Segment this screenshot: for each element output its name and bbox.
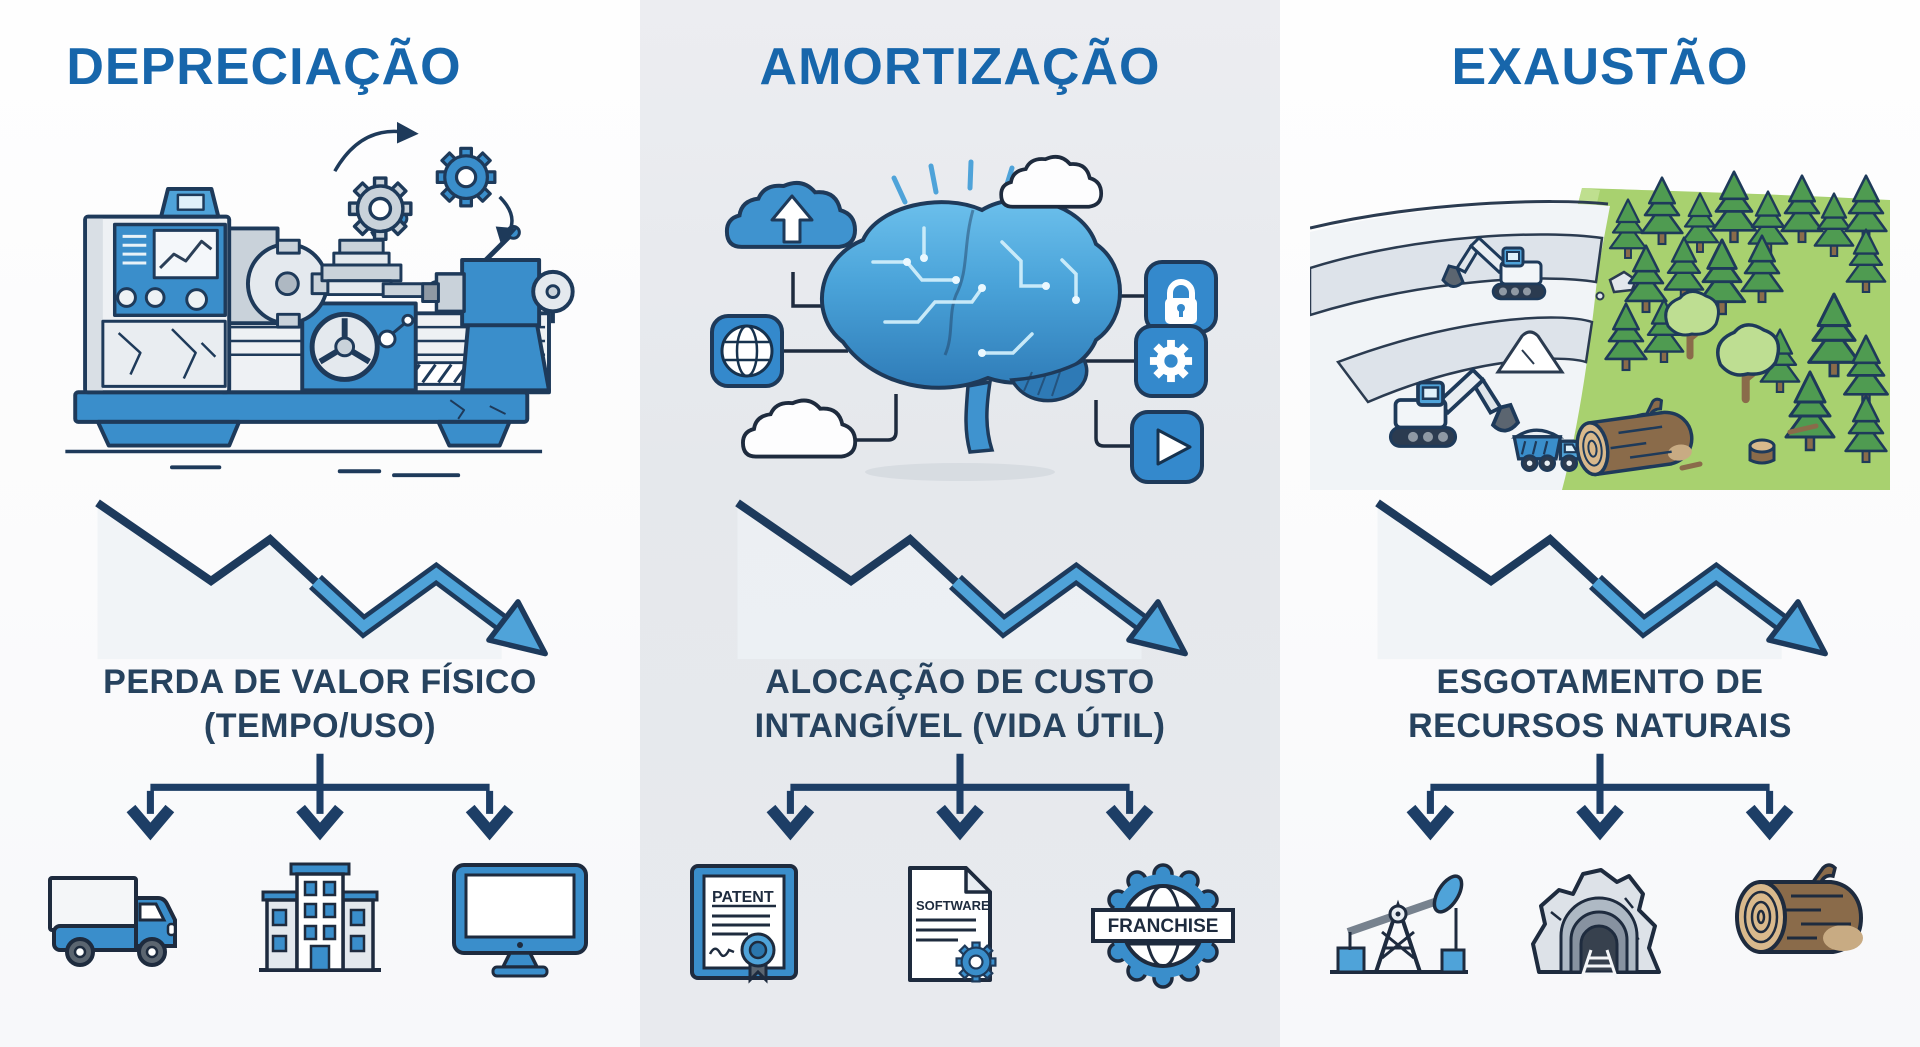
franchise-label: FRANCHISE xyxy=(1108,916,1219,937)
column-exaustao: EXAUSTÃO xyxy=(1280,0,1920,1047)
play-icon xyxy=(1130,410,1204,484)
column-amortizacao: AMORTIZAÇÃO xyxy=(640,0,1280,1047)
gear-icon xyxy=(954,941,997,983)
digital-brain-illustration xyxy=(710,154,1218,484)
open-pit-quarry xyxy=(1310,200,1670,490)
wooden-log-icon xyxy=(1735,863,1864,954)
lathe-machine xyxy=(65,121,575,478)
cloud-upload-icon xyxy=(724,180,857,249)
patent-certificate-icon: PATENT xyxy=(690,864,798,984)
tree-stump xyxy=(1748,438,1776,465)
globe-icon xyxy=(710,314,784,388)
glow-rays xyxy=(891,159,1047,209)
mine-and-forest-illustration xyxy=(1310,170,1890,490)
examples-exaustao xyxy=(1324,860,1876,982)
gear-icon xyxy=(347,176,413,242)
branch-arrows xyxy=(1340,752,1860,858)
column-depreciacao: DEPRECIAÇÃO xyxy=(0,0,640,1047)
branch-arrows xyxy=(60,752,580,858)
rotation-arrow xyxy=(333,129,402,173)
caption-line1: ESGOTAMENTO DE xyxy=(1436,663,1764,701)
lock-icon xyxy=(1144,260,1218,334)
examples-depreciacao xyxy=(44,860,596,978)
twigs xyxy=(1679,423,1819,471)
declining-value-arrow xyxy=(690,492,1230,660)
gear-icon xyxy=(1134,324,1208,398)
office-building-icon xyxy=(259,862,381,972)
column-title-exaustao: EXAUSTÃO xyxy=(1451,38,1749,96)
column-title-depreciacao: DEPRECIAÇÃO xyxy=(66,38,462,96)
examples-amortizacao: PATENT SOFTWARE xyxy=(684,860,1236,995)
mine-tunnel-icon xyxy=(1531,868,1661,981)
tailstock xyxy=(460,258,542,328)
column-title-amortizacao: AMORTIZAÇÃO xyxy=(759,38,1161,96)
cloud-icon xyxy=(999,154,1104,209)
gear-icon xyxy=(435,146,497,208)
branch-arrows xyxy=(700,752,1220,858)
declining-value-arrow xyxy=(50,492,590,660)
lathe-machine-illustration xyxy=(65,121,575,478)
software-document-icon: SOFTWARE xyxy=(907,866,997,983)
caption-line2: (TEMPO/USO) xyxy=(203,707,437,745)
truck-icon xyxy=(48,876,177,967)
oil-pump-jack-icon xyxy=(1330,874,1468,974)
declining-value-arrow xyxy=(1330,492,1870,660)
caption-amortizacao: ALOCAÇÃO DE CUSTO INTANGÍVEL (VIDA ÚTIL) xyxy=(755,660,1166,748)
caption-line1: ALOCAÇÃO DE CUSTO xyxy=(765,663,1155,701)
software-label: SOFTWARE xyxy=(916,898,990,913)
caption-depreciacao: PERDA DE VALOR FÍSICO (TEMPO/USO) xyxy=(103,660,537,748)
computer-monitor-icon xyxy=(452,863,588,978)
caption-line2: RECURSOS NATURAIS xyxy=(1408,707,1792,745)
cloud-icon xyxy=(741,398,858,459)
patent-label: PATENT xyxy=(712,889,774,906)
caption-line1: PERDA DE VALOR FÍSICO xyxy=(103,663,537,701)
felled-log xyxy=(1575,397,1694,477)
circuit-brain xyxy=(820,197,1122,454)
franchise-badge-icon: FRANCHISE xyxy=(1091,863,1235,989)
caption-exaustao: ESGOTAMENTO DE RECURSOS NATURAIS xyxy=(1408,660,1792,748)
machine-screen xyxy=(152,228,219,280)
caption-line2: INTANGÍVEL (VIDA ÚTIL) xyxy=(754,707,1166,745)
